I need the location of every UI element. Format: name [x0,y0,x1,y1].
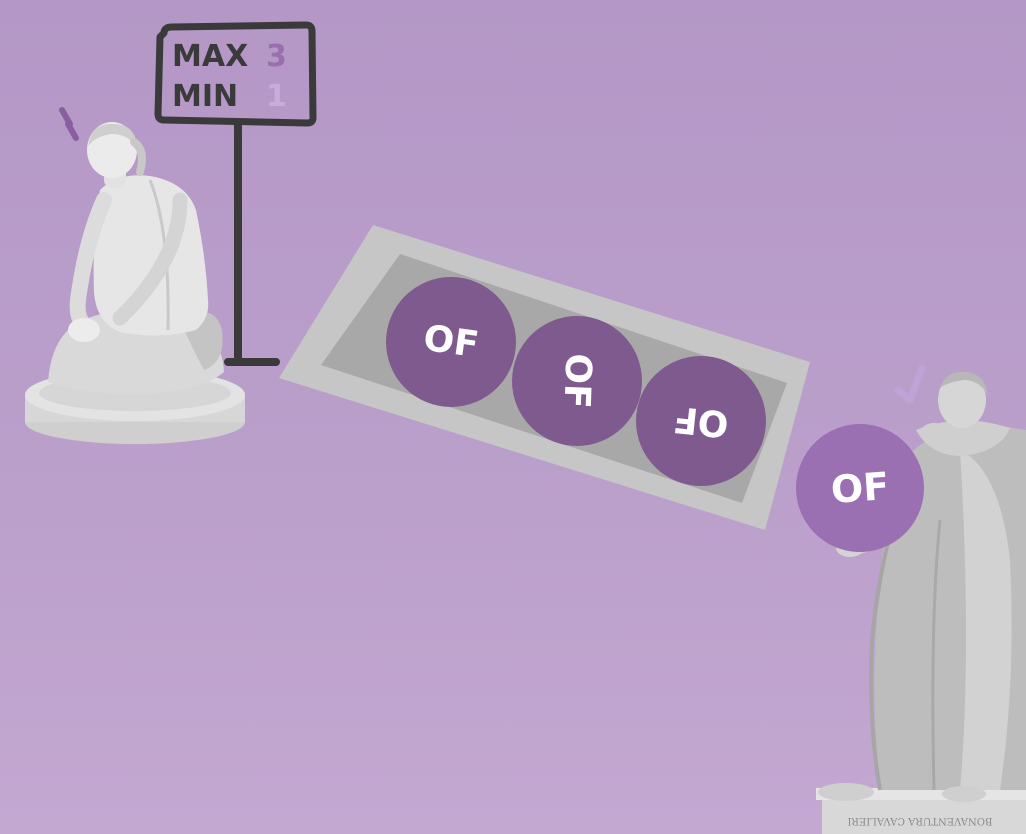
tray-ball-3-label: OF [671,398,730,445]
tray-ball-1-label: OF [421,318,481,366]
held-ball-label: OF [829,464,890,512]
tray-ball-2[interactable]: OF [512,316,642,446]
tray-ball-1[interactable]: OF [386,277,516,407]
tray-ball-3[interactable]: OF [636,356,766,486]
min-value: 1 [266,79,287,114]
max-value: 3 [266,39,287,74]
kneeling-statue [25,110,245,444]
pedestal-inscription: BONAVENTURA CAVALIERI [847,815,992,826]
max-label: MAX [172,39,248,74]
min-label: MIN [172,79,238,114]
tray-ball-2-label: OF [556,353,599,410]
